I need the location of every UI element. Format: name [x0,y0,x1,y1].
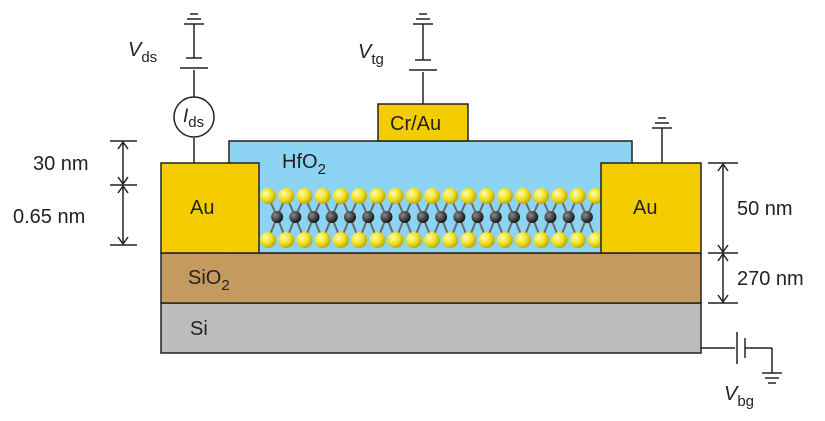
vbg-label: Vbg [724,383,754,410]
ids-ammeter [173,96,215,138]
molybdenum-atom [416,211,429,223]
dim-270nm: 270 nm [737,268,804,290]
sulfur-atom-top [369,188,386,204]
sulfur-atom-bottom [260,232,276,248]
si-layer [160,302,702,354]
molybdenum-atom [580,211,593,223]
ids-label: Ids [183,106,204,131]
molybdenum-atom [380,211,393,223]
sulfur-atom-bottom [588,232,604,248]
right-ground [652,117,672,163]
sulfur-atom-top [278,188,295,204]
sulfur-atom-top [296,188,313,204]
sulfur-atom-bottom [424,232,440,248]
sulfur-atom-top [478,188,495,204]
molybdenum-atom [325,211,338,223]
sulfur-atom-bottom [296,232,313,248]
molybdenum-atom [489,211,502,223]
molybdenum-atom [544,211,557,223]
molybdenum-atom [508,211,520,223]
molybdenum-atom [271,211,284,223]
sulfur-atom-top [424,188,440,204]
sulfur-atom-bottom [278,232,295,248]
sulfur-atom-top [314,188,331,204]
hfo2-label: HfO2 [282,151,326,178]
dim-065nm: 0.65 nm [13,206,85,228]
sulfur-atom-top [442,188,459,204]
sulfur-atom-bottom [515,232,532,248]
sulfur-atom-top [588,188,604,204]
sulfur-atom-bottom [351,232,368,248]
sulfur-atom-bottom [369,232,386,248]
sulfur-atom-bottom [551,232,568,248]
right-dimension-lines [708,162,738,304]
mos2-monolayer [260,188,604,248]
vds-label: Vds [128,39,157,66]
dim-50nm: 50 nm [737,198,793,220]
molybdenum-atom [362,211,375,223]
sulfur-atom-top [515,188,532,204]
sulfur-atom-bottom [496,232,513,248]
molybdenum-atom [289,211,302,223]
si-label: Si [190,318,208,340]
molybdenum-atom [435,211,448,223]
molybdenum-atom [526,211,539,223]
molybdenum-atom [453,211,466,223]
sulfur-atom-top [332,188,349,204]
sulfur-atom-top [496,188,513,204]
sulfur-atom-bottom [460,232,477,248]
sulfur-atom-bottom [332,232,349,248]
sulfur-atom-top [351,188,368,204]
molybdenum-atom [344,211,356,223]
sulfur-atom-top [387,188,404,204]
molybdenum-atom [307,211,320,223]
dim-30nm: 30 nm [33,153,89,175]
cr-au-label: Cr/Au [390,113,441,135]
sulfur-atom-top [260,188,276,204]
au-left-contact [160,162,260,254]
sulfur-atom-top [569,188,586,204]
sio2-layer [160,252,702,304]
sulfur-atom-bottom [569,232,586,248]
sulfur-atom-bottom [478,232,495,248]
sulfur-atom-bottom [405,232,422,248]
au-right-label: Au [633,197,657,219]
sulfur-atom-top [460,188,477,204]
sulfur-atom-bottom [387,232,404,248]
vds-circuit [180,13,208,163]
cr-au-gate [377,103,469,142]
sio2-label: SiO2 [188,267,230,294]
au-left-label: Au [190,197,214,219]
sulfur-atom-top [533,188,550,204]
sulfur-atom-top [551,188,568,204]
vtg-label: Vtg [358,41,384,68]
molybdenum-atom [471,211,484,223]
sulfur-atom-bottom [314,232,331,248]
molybdenum-atom [562,211,575,223]
vbg-circuit [701,332,782,384]
sulfur-atom-top [405,188,422,204]
molybdenum-atom [398,211,411,223]
sulfur-atom-bottom [442,232,459,248]
sulfur-atom-bottom [533,232,550,248]
au-right-contact [600,162,702,254]
vtg-circuit [409,13,437,104]
left-dimension-lines [110,140,137,246]
